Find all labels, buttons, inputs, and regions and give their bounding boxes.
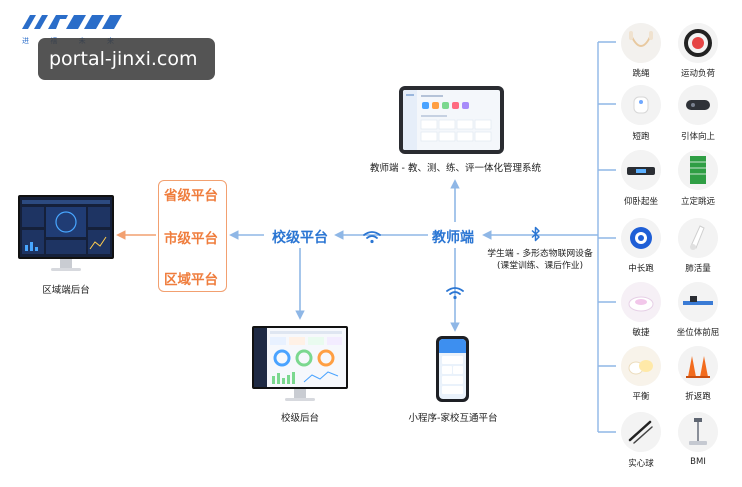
jump-rope-icon — [621, 23, 661, 63]
device-label: 坐位体前屈 — [676, 328, 720, 338]
district-platform-label: 区域平台 — [164, 272, 218, 288]
lung-capacity-icon — [678, 218, 718, 258]
long-run-band-icon — [621, 218, 661, 258]
mini-program-phone — [436, 336, 469, 402]
bluetooth-icon — [531, 226, 540, 242]
device-label: 立定跳远 — [680, 197, 715, 207]
school-backend-monitor — [252, 326, 348, 406]
monitor-stand — [60, 259, 72, 269]
mini-program-label: 小程序-家校互通平台 — [408, 413, 498, 424]
district-backend-monitor — [18, 195, 114, 275]
student-devices-label: 学生端 - 多形态物联网设备 — [487, 249, 593, 259]
district-backend-label: 区域端后台 — [42, 285, 90, 296]
phone-app-graphic — [439, 339, 466, 394]
dashboard-graphic — [22, 200, 110, 254]
device-label: 敏捷 — [632, 328, 650, 338]
device-label: 运动负荷 — [680, 69, 715, 79]
teacher-node-label: 教师端 — [432, 230, 474, 246]
teacher-tablet — [399, 86, 504, 154]
balance-device-icon — [621, 346, 661, 386]
monitor-base — [51, 268, 81, 271]
device-label: 折返跑 — [685, 392, 711, 402]
situp-device-icon — [621, 150, 661, 190]
school-backend-label: 校级后台 — [280, 413, 319, 424]
backend-app-graphic — [254, 328, 342, 387]
long-jump-mat-icon — [678, 150, 718, 190]
level-platform-box — [158, 180, 227, 292]
logo-wordmark — [22, 15, 122, 29]
device-label: 中长跑 — [628, 264, 654, 274]
device-label: 跳绳 — [632, 69, 650, 79]
tablet-app-graphic — [403, 90, 492, 150]
student-devices-sublabel: (课堂训练、课后作业) — [496, 261, 584, 271]
device-label: 肺活量 — [685, 264, 711, 274]
province-platform-label: 省级平台 — [164, 188, 218, 204]
pull-up-device-icon — [678, 85, 718, 125]
device-label: 仰卧起坐 — [623, 197, 658, 207]
monitor-base — [285, 398, 315, 401]
monitor-screen — [18, 195, 114, 259]
tablet-screen — [403, 90, 500, 150]
wifi-icon — [446, 287, 464, 300]
device-label: BMI — [690, 457, 706, 467]
monitor-screen — [252, 326, 348, 389]
sit-reach-icon — [678, 282, 718, 322]
phone-screen — [439, 339, 466, 399]
school-platform-label: 校级平台 — [272, 230, 328, 246]
agility-device-icon — [621, 282, 661, 322]
device-label: 引体向上 — [680, 132, 715, 142]
device-label: 短跑 — [632, 132, 650, 142]
shuttle-run-cone-icon — [678, 346, 718, 386]
teacher-system-label: 教师端 - 教、测、练、评一体化管理系统 — [370, 163, 541, 174]
sprint-sensor-icon — [621, 85, 661, 125]
device-label: 平衡 — [632, 392, 650, 402]
medicine-ball-icon — [621, 412, 661, 452]
monitor-stand — [294, 389, 306, 399]
device-label: 实心球 — [628, 459, 654, 469]
watermark-badge: portal-jinxi.com — [38, 38, 215, 80]
city-platform-label: 市级平台 — [164, 231, 218, 247]
exercise-load-watch-icon — [678, 23, 718, 63]
wifi-icon — [363, 231, 381, 244]
logo-sub-char: 进 — [22, 37, 29, 45]
bmi-scale-icon — [678, 412, 718, 452]
